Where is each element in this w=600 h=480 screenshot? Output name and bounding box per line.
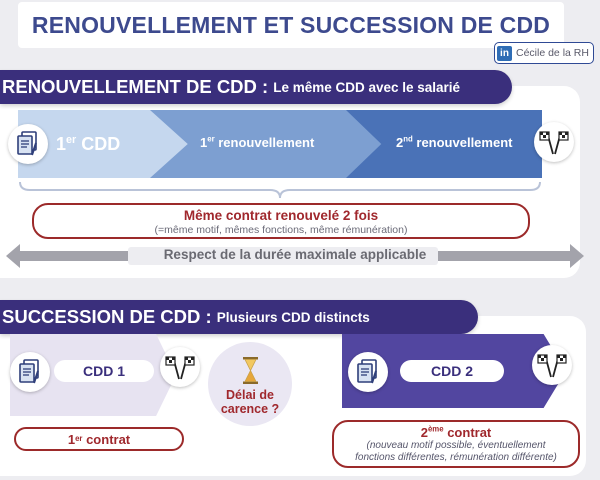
succession-subheading: Plusieurs CDD distincts — [216, 309, 370, 325]
renewal-heading-banner: RENOUVELLEMENT DE CDD : Le même CDD avec… — [0, 70, 512, 104]
step-second-renewal-label: 2nd renouvellement — [396, 134, 513, 150]
brace-icon — [19, 181, 541, 199]
second-contract-box: 2ème contrat (nouveau motif possible, év… — [332, 420, 580, 468]
renewal-subheading: Le même CDD avec le salarié — [273, 79, 461, 95]
step-first-renewal-label: 1er renouvellement — [200, 134, 315, 150]
succession-heading: SUCCESSION DE CDD : — [2, 306, 212, 327]
cdd-1-label: CDD 1 — [54, 360, 154, 382]
hourglass-icon — [243, 357, 258, 384]
checkered-flags-icon — [534, 122, 574, 162]
second-contract-note-2: fonctions différentes, rémunération diff… — [355, 452, 557, 463]
double-arrow-icon — [6, 244, 584, 268]
author-name: Cécile de la RH — [516, 47, 589, 59]
page-title: RENOUVELLEMENT ET SUCCESSION DE CDD — [31, 11, 551, 38]
waiting-period-circle — [208, 342, 292, 426]
step-first-renewal — [150, 110, 386, 178]
document-icon — [10, 352, 50, 392]
step-first-cdd-label: 1er CDD — [56, 134, 121, 154]
max-duration-label: Respect de la durée maximale applicable — [163, 247, 427, 262]
document-icon — [8, 124, 48, 164]
second-contract-note-1: (nouveau motif possible, éventuellement — [366, 440, 546, 451]
linkedin-icon: in — [497, 45, 512, 61]
author-badge[interactable]: in Cécile de la RH — [494, 42, 594, 64]
second-contract-title: 2ème contrat — [420, 424, 492, 440]
cdd-2-label: CDD 2 — [400, 360, 504, 382]
waiting-period-label: Délai de carence ? — [220, 388, 280, 416]
same-contract-details: (=même motif, mêmes fonctions, même rému… — [154, 224, 408, 236]
checkered-flags-icon — [160, 347, 200, 387]
checkered-flags-icon — [532, 345, 572, 385]
document-icon — [348, 352, 388, 392]
same-contract-title: Même contrat renouvelé 2 fois — [183, 208, 379, 223]
renewal-heading: RENOUVELLEMENT DE CDD : — [2, 76, 269, 97]
same-contract-box: Même contrat renouvelé 2 fois (=même mot… — [32, 203, 530, 239]
succession-heading-banner: SUCCESSION DE CDD : Plusieurs CDD distin… — [0, 300, 478, 334]
title-box: RENOUVELLEMENT ET SUCCESSION DE CDD — [18, 2, 564, 48]
